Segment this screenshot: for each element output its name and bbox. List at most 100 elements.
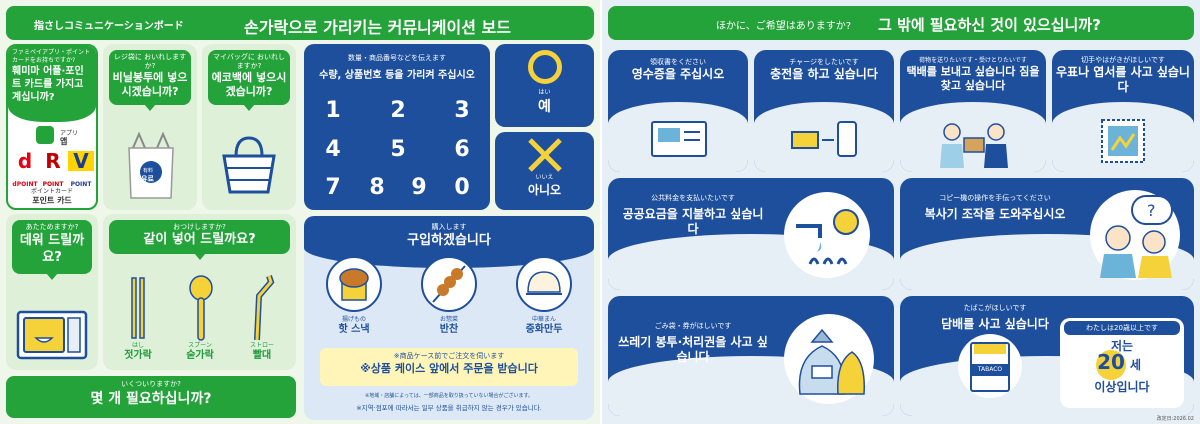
howmany-ko: 몇 개 필요하십니까? [90, 391, 212, 407]
age-highlight-circle [1096, 350, 1126, 380]
left-header-jp: 指さしコミュニケーションボード [34, 21, 184, 32]
digit-2[interactable]: 2 [390, 98, 406, 123]
region-note-jp: ※地域・店舗によっては、一部商品を取り扱っていない場合がございます。 [365, 393, 533, 399]
utensil-spoon[interactable]: スプーン 숟가락 [186, 342, 214, 361]
digit-3[interactable]: 3 [454, 98, 470, 123]
steamed-bun-circle[interactable] [516, 256, 572, 312]
chopsticks-icon [131, 277, 145, 339]
right-header-jp: ほかに、ご希望はありますか? [716, 21, 852, 32]
receipt-icon [651, 121, 707, 157]
fried-chicken-icon [339, 268, 369, 301]
eco-bag-icon [222, 136, 276, 194]
warm-ko: 데워 드릴까요? [19, 233, 85, 265]
parcel-handover-icon [940, 123, 1008, 168]
digit-9[interactable]: 9 [411, 175, 427, 200]
straw-icon [254, 275, 275, 341]
right-header: ほかに、ご希望はありますか? 그 밖에 필요하신 것이 있으십니까? [608, 6, 1194, 40]
pointcard-ko: 포인트 카드 [32, 196, 72, 205]
mybag-jp: マイバッグに おいれしますか? [212, 53, 286, 70]
number-pad: 数量・商品番号などを伝えます 수량, 상품번호 등을 가리켜 주십시오 1 2 … [304, 44, 490, 210]
utensils-card[interactable]: おつけしますか? 같이 넣어 드릴까요? はし 젓가락 スプーン 숟가락 ストロ… [103, 214, 296, 370]
dpoint-logo: d dPOINT [12, 149, 38, 188]
utensil-straw[interactable]: ストロー 빨대 [249, 342, 274, 361]
microwave-icon [16, 310, 88, 360]
numbers-ko: 수량, 상품번호 등을 가리켜 주십시오 [319, 70, 475, 81]
digit-8[interactable]: 8 [369, 175, 385, 200]
digit-5[interactable]: 5 [390, 137, 406, 162]
utensils-ko: 같이 넣어 드릴까요? [143, 232, 256, 247]
warm-jp: あたためますか? [25, 223, 79, 231]
steamed-bun-icon [526, 271, 562, 295]
digit-1[interactable]: 1 [325, 98, 341, 123]
case-order-note: ※商品ケース前でご注文を伺います ※상품 케이스 앞에서 주문을 받습니다 [320, 348, 578, 386]
left-header: 指さしコミュニケーションボード 손가락으로 가리키는 커뮤니케이션 보드 [6, 6, 594, 40]
plastic-bag-icon [128, 131, 174, 199]
mybag-ko: 에코백에 넣으시겠습니까? [211, 71, 287, 98]
utility-icon-bg [784, 192, 870, 278]
plastic-bag-card[interactable]: レジ袋に おいれしますか? 비닐봉투에 넣으시겠습니까? 有料 유료 [103, 44, 197, 210]
side-dish-label: お惣菜 반찬 [439, 316, 459, 335]
no-jp: いいえ [535, 174, 554, 181]
app-label-ko: 앱 [60, 137, 68, 146]
buy-ko: 구입하겠습니다 [407, 233, 491, 248]
skewer-icon [432, 265, 466, 303]
yes-ko: 예 [538, 99, 551, 115]
charge-icon [791, 121, 857, 157]
warm-up-card[interactable]: あたためますか? 데워 드릴까요? [6, 214, 98, 370]
garbage-bag-icon [798, 328, 865, 395]
eco-bag-card[interactable]: マイバッグに おいれしますか? 에코백에 넣으시겠습니까? [202, 44, 296, 210]
digit-6[interactable]: 6 [454, 137, 470, 162]
utensils-jp: おつけしますか? [173, 223, 226, 231]
bag-jp: レジ袋に おいれしますか? [113, 53, 187, 70]
how-many-bar[interactable]: いくついりますか? 몇 개 필요하십니까? [6, 376, 296, 418]
steamed-bun-label: 中華まん 중화만두 [525, 316, 563, 335]
cross-icon [527, 138, 562, 172]
points-card[interactable]: ファミペイアプリ・ポイントカードをお持ちですか? 훼미마 어플·포인트 카드를 … [6, 44, 98, 210]
side-dish-circle[interactable] [421, 256, 477, 312]
digit-4[interactable]: 4 [325, 137, 341, 162]
howmany-jp: いくついりますか? [121, 380, 181, 388]
confused-people-icon: ? [1100, 195, 1173, 278]
utensil-chopsticks[interactable]: はし 젓가락 [124, 342, 152, 361]
right-header-ko: 그 밖에 필요하신 것이 있으십니까? [878, 16, 1101, 34]
svg-text:?: ? [1147, 201, 1156, 220]
yes-button[interactable]: はい 예 [495, 44, 594, 127]
vpoint-logo: V POINT [68, 151, 94, 188]
app-icon [36, 126, 54, 144]
numbers-jp: 数量・商品番号などを伝えます [348, 54, 446, 62]
left-board: 指さしコミュニケーションボード 손가락으로 가리키는 커뮤니케이션 보드 ファミ… [0, 0, 600, 424]
digit-7[interactable]: 7 [325, 175, 341, 200]
no-ko: 아니오 [527, 183, 562, 197]
utility-icon [796, 209, 859, 265]
purchase-card[interactable]: 購入します 구입하겠습니다 揚げもの 핫 스낵 お惣菜 반찬 中華まん 중화만두… [304, 216, 594, 420]
points-ko: 훼미마 어플·포인트 카드를 가지고 계십니까? [12, 66, 84, 103]
spoon-icon [189, 275, 213, 341]
no-button[interactable]: いいえ 아니오 [495, 132, 594, 210]
rpoint-logo: R POINT [42, 149, 64, 188]
right-board: ほかに、ご希望はありますか? 그 밖에 필요하신 것이 있으십니까? 領収書をく… [602, 0, 1200, 424]
stamp-icon [1101, 119, 1145, 163]
age-confirmation-box[interactable]: わたしは20歳以上です 저는 20 세 이상입니다 [1060, 318, 1184, 408]
tobacco-pack-icon: TABACO [970, 342, 1010, 392]
app-label-jp: アプリ [60, 130, 79, 137]
digit-0[interactable]: 0 [454, 175, 470, 200]
buy-jp: 購入します [431, 223, 467, 231]
circle-icon [527, 50, 562, 84]
revision-date: 改定日:2026.02 [1156, 416, 1194, 422]
bag-fee-ko: 유료 [141, 175, 154, 183]
yes-jp: はい [538, 89, 551, 96]
left-header-ko: 손가락으로 가리키는 커뮤니케이션 보드 [244, 18, 511, 37]
hot-snack-label: 揚げもの 핫 스낵 [338, 316, 370, 335]
region-note-ko: ※지역·점포에 따라서는 일부 상품을 취급하지 않는 경우가 있습니다. [356, 404, 542, 412]
points-jp: ファミペイアプリ・ポイントカードをお持ちですか? [12, 49, 91, 64]
bag-fee-jp: 有料 [143, 168, 154, 174]
hot-snack-circle[interactable] [326, 256, 382, 312]
